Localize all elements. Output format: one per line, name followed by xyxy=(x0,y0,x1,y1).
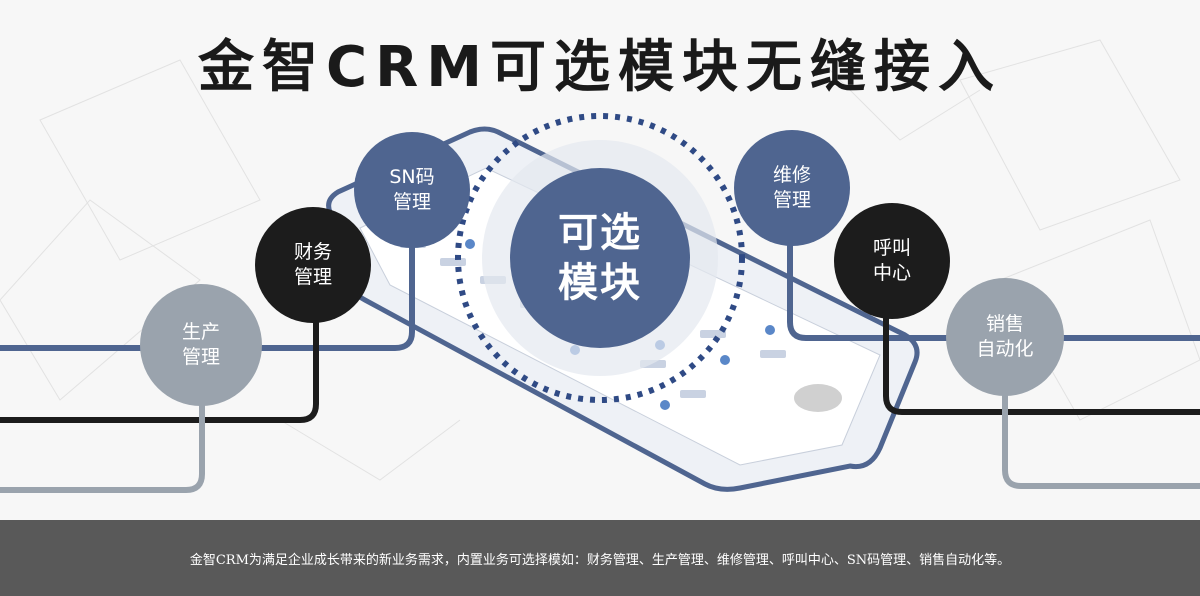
module-call-center-line1: 呼叫 xyxy=(872,237,911,260)
module-production-line2: 管理 xyxy=(181,346,220,368)
module-finance: 财务 管理 xyxy=(255,207,371,323)
module-call-center-line2: 中心 xyxy=(872,262,911,284)
module-production: 生产 管理 xyxy=(140,284,262,406)
center-module-line2: 模块 xyxy=(558,260,642,306)
module-sn-code-line2: 管理 xyxy=(392,191,431,213)
module-call-center: 呼叫 中心 xyxy=(834,203,950,319)
connector-lines xyxy=(0,237,1200,493)
footer-description: 金智CRM为满足企业成长带来的新业务需求，内置业务可选择模如：财务管理、生产管理… xyxy=(189,552,1011,568)
dotted-ring xyxy=(455,113,745,403)
module-sn-code: SN码 管理 xyxy=(354,132,470,248)
center-module-bubble: 可选 模块 xyxy=(510,168,690,348)
module-finance-line2: 管理 xyxy=(293,266,332,288)
module-sn-code-line1: SN码 xyxy=(389,166,435,189)
geometric-pattern xyxy=(0,39,1200,481)
module-repair-line2: 管理 xyxy=(772,189,811,211)
module-sales-automation-line2: 自动化 xyxy=(976,338,1034,360)
module-repair-line1: 维修 xyxy=(772,164,811,187)
page-title: 金智CRM可选模块无缝接入 xyxy=(198,35,1002,100)
module-repair: 维修 管理 xyxy=(734,130,850,246)
footer-bar: 金智CRM为满足企业成长带来的新业务需求，内置业务可选择模如：财务管理、生产管理… xyxy=(0,520,1200,596)
module-sales-automation: 销售 自动化 xyxy=(946,278,1064,396)
module-finance-line1: 财务 xyxy=(293,241,332,264)
module-production-line1: 生产 xyxy=(181,321,220,344)
center-module-line1: 可选 xyxy=(558,210,642,256)
module-sales-automation-line1: 销售 xyxy=(985,313,1024,336)
